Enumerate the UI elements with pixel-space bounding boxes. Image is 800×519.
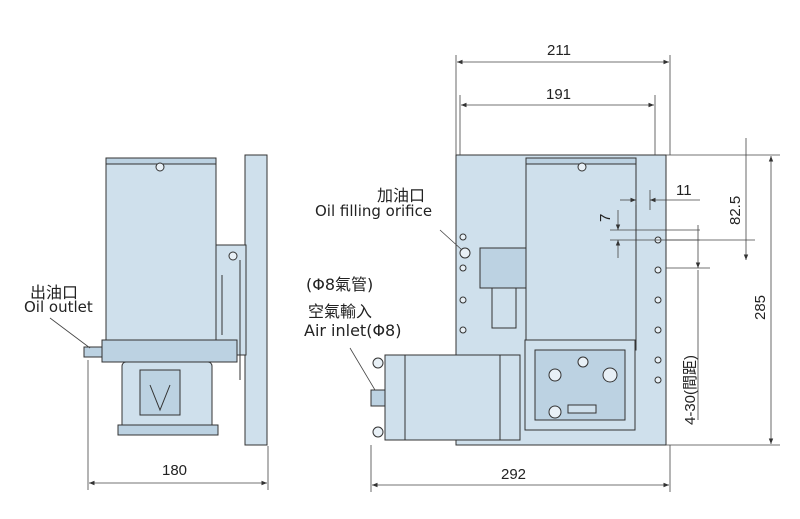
- air-inlet-label-cn: 空氣輸入: [308, 302, 373, 321]
- dim-191: 191: [546, 86, 572, 103]
- side-tank: [105, 159, 217, 351]
- oil-outlet-label-cn: 出油口: [30, 283, 79, 302]
- front-air-inlet-fitting: [370, 389, 386, 407]
- front-filling-bracket: [479, 247, 527, 289]
- front-air-cylinder: [384, 354, 521, 441]
- oil-filling-label-en: Oil filling orifice: [315, 202, 433, 220]
- oil-filling-label-cn: 加油口: [377, 186, 426, 205]
- dim-180: 180: [162, 462, 188, 479]
- dim-11: 11: [676, 182, 692, 199]
- hole-spacing-spec: 4-30(間距): [682, 354, 699, 425]
- side-tank-screw: [155, 162, 165, 172]
- side-view: [49, 154, 269, 490]
- air-pipe-label: (Φ8氣管): [306, 275, 374, 294]
- front-view: [349, 55, 780, 492]
- dim-285: 285: [752, 294, 769, 320]
- front-tank: [525, 159, 637, 351]
- dim-7: 7: [597, 213, 614, 222]
- oil-filling-orifice: [459, 247, 471, 259]
- dim-211: 211: [547, 42, 571, 59]
- dim-82-5: 82.5: [727, 195, 744, 225]
- side-oil-outlet-fitting: [83, 346, 103, 358]
- oil-outlet-label-en: Oil outlet: [24, 298, 93, 316]
- side-mount-plate: [244, 154, 268, 446]
- side-bracket: [215, 244, 247, 356]
- dim-292: 292: [501, 466, 527, 483]
- air-inlet-label-en: Air inlet(Φ8): [304, 321, 402, 340]
- side-pump-block: [101, 339, 238, 363]
